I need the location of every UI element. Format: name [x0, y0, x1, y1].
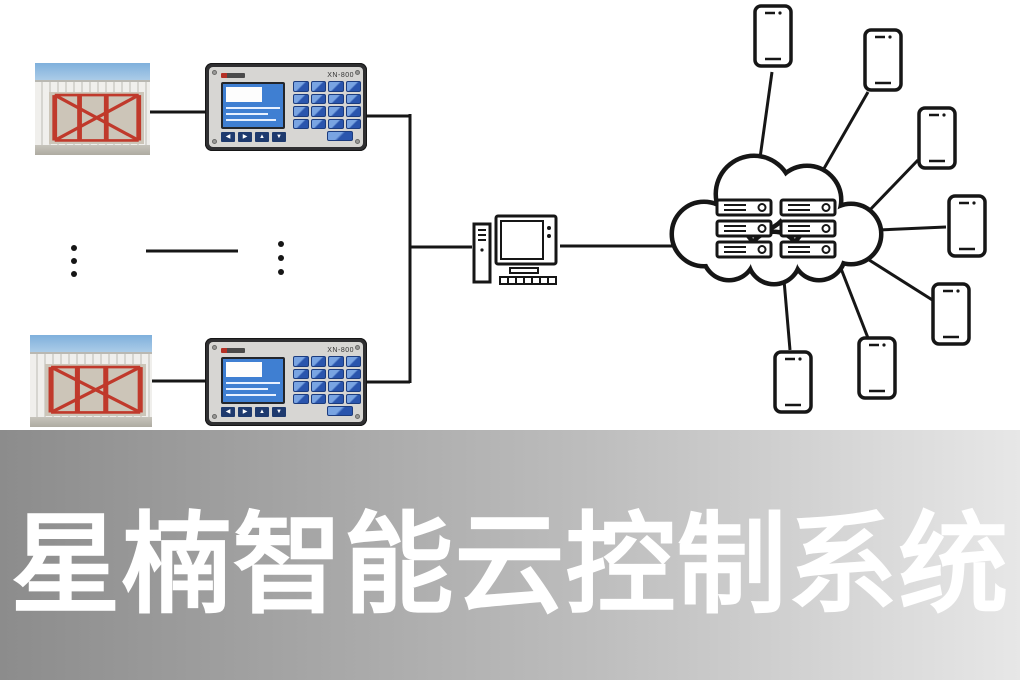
keypad-key: [345, 106, 361, 117]
computer-keyboard: [499, 276, 557, 285]
controller-header: XN-800: [221, 70, 354, 80]
keypad-key: [345, 93, 361, 104]
nav-down-icon: ▼: [272, 407, 286, 417]
screw-icon: [212, 414, 217, 419]
system-title: 星楠智能云控制系统: [10, 504, 1010, 627]
screw-icon: [212, 70, 217, 75]
keypad-key: [345, 368, 361, 379]
desktop-computer-icon: [470, 210, 580, 288]
screw-icon: [355, 414, 360, 419]
smartphone-icon: [946, 194, 988, 258]
photo-opening: [48, 92, 145, 144]
monitor-stand: [509, 267, 539, 274]
controller-keypad: [293, 356, 361, 404]
screw-icon: [212, 139, 217, 144]
nav-up-icon: ▲: [255, 407, 269, 417]
keypad-key: [328, 93, 344, 104]
model-label: XN-800: [327, 71, 354, 79]
keypad-key: [293, 381, 309, 392]
keypad-key: [293, 393, 309, 404]
vertical-ellipsis-dots: [71, 241, 284, 277]
keypad-key: [310, 356, 326, 367]
controller-keypad: [293, 81, 361, 129]
controller-nav-buttons: ◀ ▶ ▲ ▼: [221, 407, 286, 417]
controller-face: XN-800 ◀ ▶ ▲ ▼: [209, 342, 363, 422]
computer-tower: [472, 222, 492, 284]
controller-lcd-screen: [221, 82, 285, 129]
keypad-key: [310, 81, 326, 92]
keypad-key: [328, 356, 344, 367]
smartphone-icon: [862, 28, 904, 92]
keypad-key: [328, 118, 344, 129]
cloud-icon: [658, 142, 890, 292]
connection-line-group: [146, 71, 947, 384]
smartphone-icon: [856, 336, 898, 400]
controller-device-2: XN-800 ◀ ▶ ▲ ▼: [205, 338, 367, 426]
drying-room-photo-2: [30, 335, 152, 427]
keypad-key: [310, 118, 326, 129]
keypad-key: [310, 93, 326, 104]
drying-room-photo-1: [35, 63, 150, 155]
keypad-key: [328, 106, 344, 117]
screw-icon: [355, 345, 360, 350]
keypad-key: [310, 368, 326, 379]
keypad-key: [293, 356, 309, 367]
nav-left-icon: ◀: [221, 407, 235, 417]
controller-header: XN-800: [221, 345, 354, 355]
keypad-key: [310, 393, 326, 404]
brand-logo-icon: [221, 347, 245, 353]
model-label: XN-800: [327, 346, 354, 354]
nav-left-icon: ◀: [221, 132, 235, 142]
controller-face: XN-800 ◀ ▶ ▲ ▼: [209, 67, 363, 147]
brand-logo-icon: [221, 72, 245, 78]
keypad-key: [293, 81, 309, 92]
nav-up-icon: ▲: [255, 132, 269, 142]
scaffold-truss: [48, 366, 143, 415]
controller-device-1: XN-800 ◀ ▶ ▲ ▼: [205, 63, 367, 151]
screw-icon: [212, 345, 217, 350]
scaffold-truss: [52, 94, 141, 143]
keypad-key: [328, 368, 344, 379]
keypad-key: [345, 118, 361, 129]
keypad-key: [293, 93, 309, 104]
photo-opening: [44, 364, 146, 416]
keypad-key: [328, 381, 344, 392]
nav-right-icon: ▶: [238, 407, 252, 417]
keypad-key: [293, 118, 309, 129]
keypad-key: [345, 381, 361, 392]
smartphone-icon: [752, 4, 794, 68]
controller-enter-button: [327, 131, 353, 141]
keypad-key: [310, 381, 326, 392]
keypad-key: [310, 106, 326, 117]
computer-screen: [500, 220, 544, 260]
screw-icon: [355, 139, 360, 144]
nav-down-icon: ▼: [272, 132, 286, 142]
title-banner: 星楠智能云控制系统: [0, 430, 1020, 680]
keypad-key: [345, 81, 361, 92]
connector-lines: [71, 71, 947, 384]
controller-nav-buttons: ◀ ▶ ▲ ▼: [221, 132, 286, 142]
keypad-key: [328, 393, 344, 404]
controller-lcd-screen: [221, 357, 285, 404]
keypad-key: [345, 393, 361, 404]
keypad-key: [345, 356, 361, 367]
keypad-key: [328, 81, 344, 92]
nav-right-icon: ▶: [238, 132, 252, 142]
photo-ground: [35, 144, 150, 155]
photo-ground: [30, 416, 152, 427]
keypad-key: [293, 106, 309, 117]
smartphone-icon: [930, 282, 972, 346]
smartphone-icon: [916, 106, 958, 170]
screw-icon: [355, 70, 360, 75]
controller-enter-button: [327, 406, 353, 416]
keypad-key: [293, 368, 309, 379]
smartphone-icon: [772, 350, 814, 414]
